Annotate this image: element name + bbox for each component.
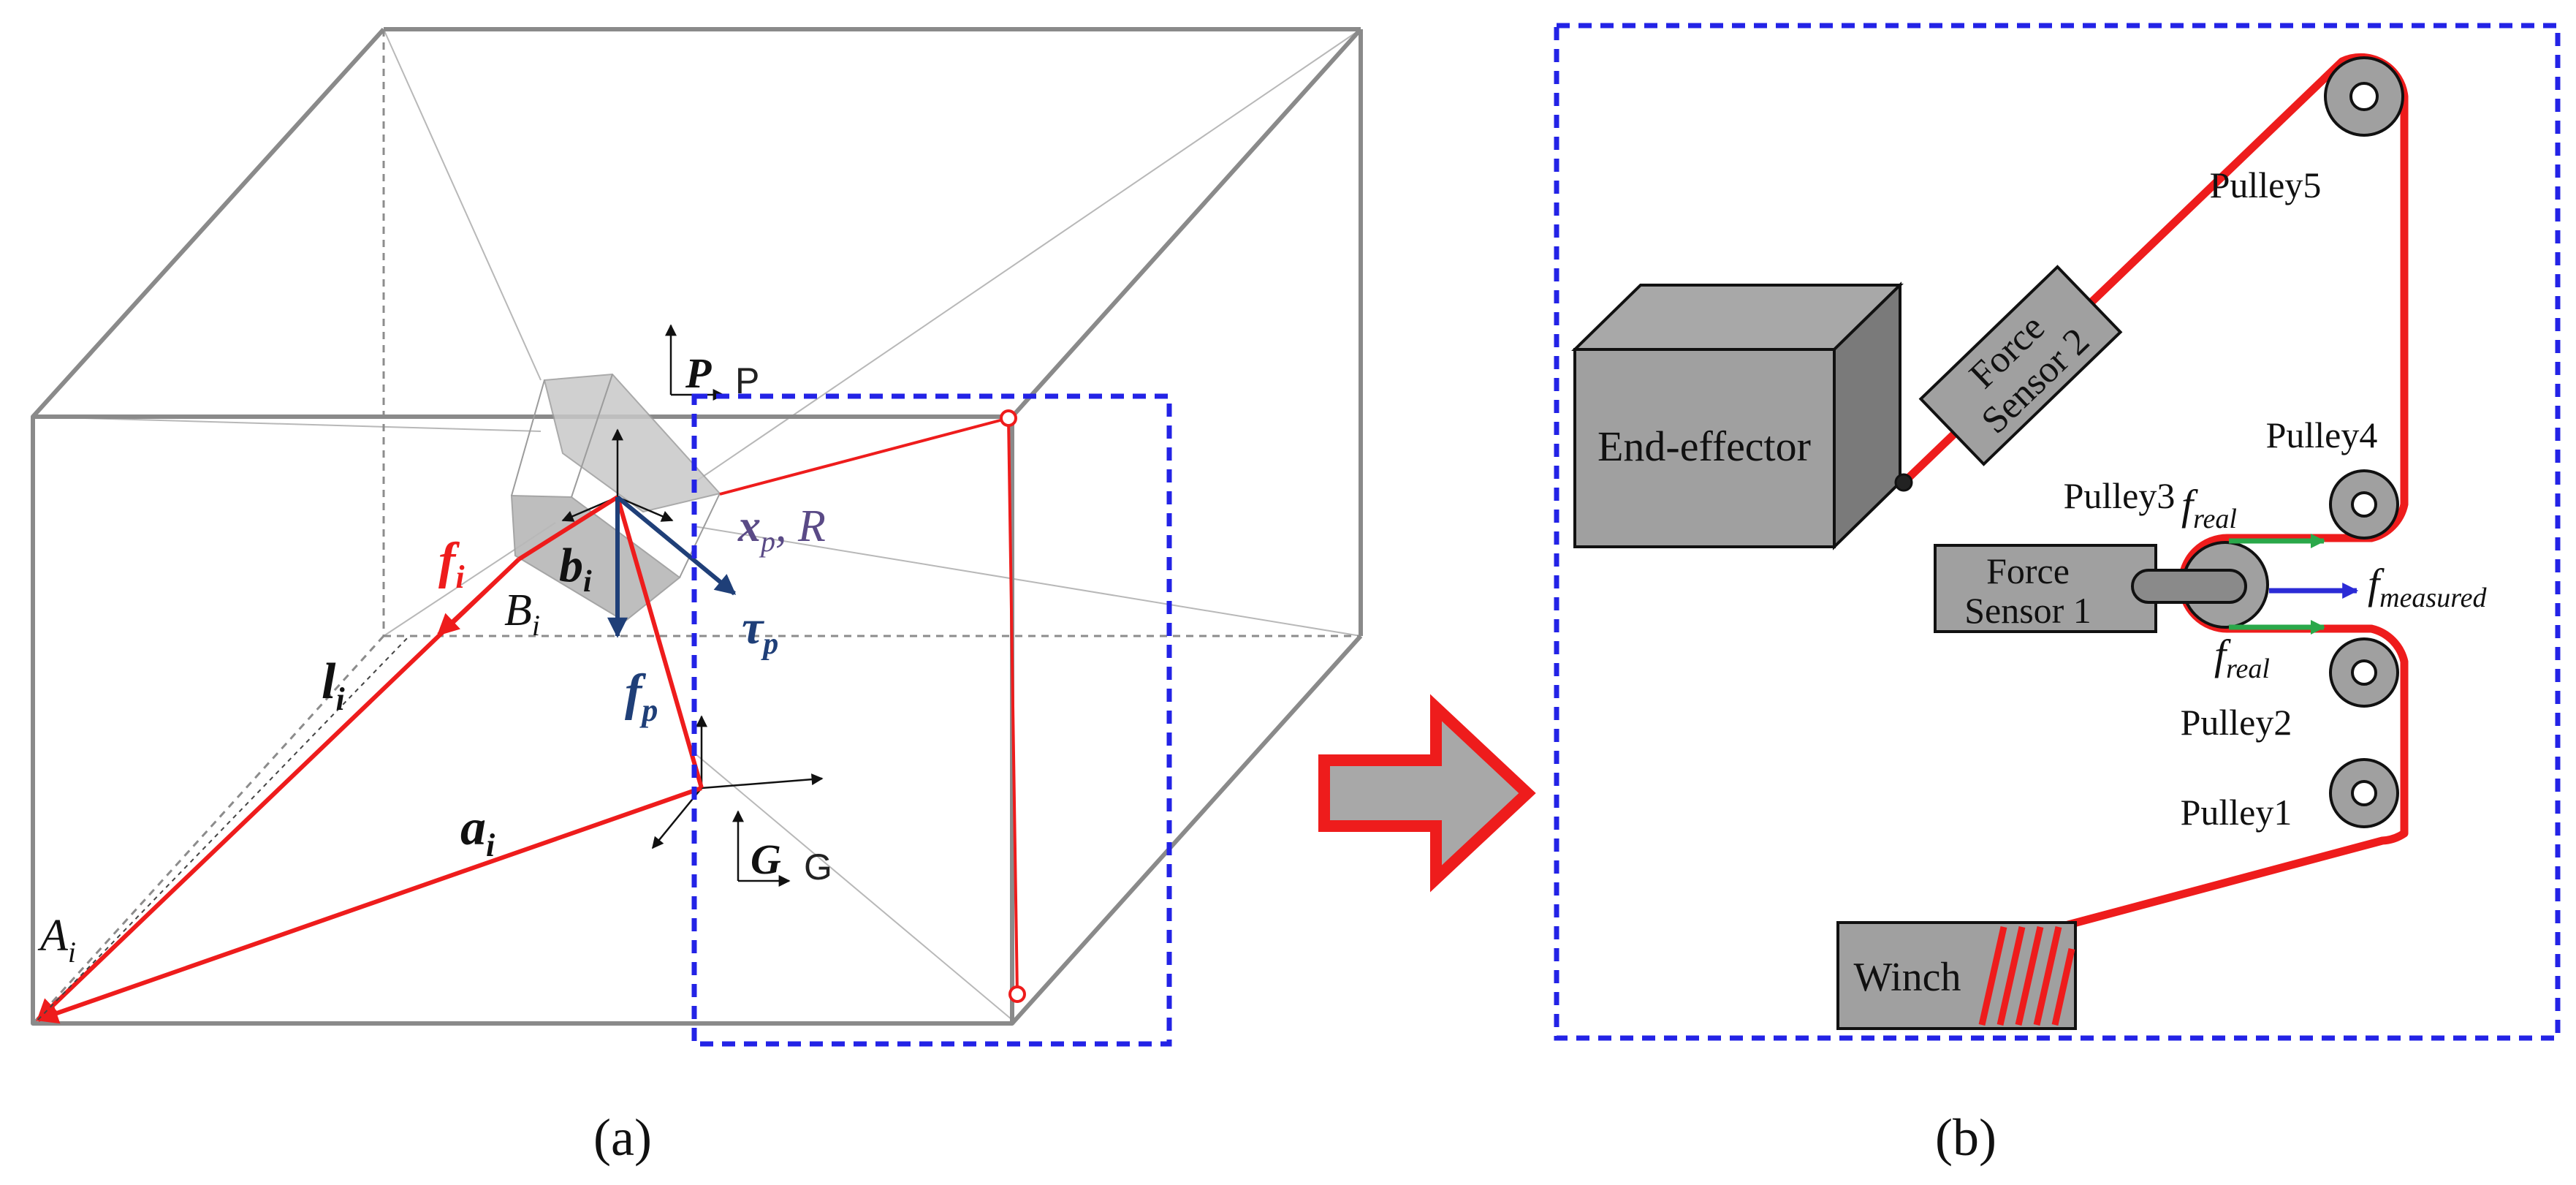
vector-a_i (36, 786, 702, 1024)
pulley3-label: Pulley3 (2064, 475, 2176, 516)
pulley1 (2329, 758, 2399, 828)
label-f_p: fp (625, 665, 658, 728)
label-f_measured: fmeasured (2368, 560, 2487, 613)
vector-b_i (517, 495, 619, 561)
label-f_real-top: freal (2181, 481, 2237, 534)
force-sensor-1-line2: Sensor 1 (1964, 590, 2091, 631)
frame-cube (31, 27, 1363, 1026)
label-G: G (751, 836, 781, 883)
label-l_i: li (322, 654, 345, 717)
end-effector-label: End-effector (1597, 423, 1811, 470)
pulley1-label: Pulley1 (2181, 792, 2292, 833)
pulley2-label: Pulley2 (2181, 702, 2292, 743)
transition-arrow (1318, 694, 1536, 893)
vector-red-to-G (615, 496, 704, 789)
label-f_real-bottom: freal (2214, 631, 2270, 684)
highlight-box-b (1554, 23, 2561, 1041)
label-A_i: Ai (37, 911, 76, 969)
vector-f_i (436, 558, 520, 637)
label-P: P (685, 349, 712, 397)
pulley5 (2324, 56, 2404, 137)
highlight-box-a (691, 393, 1172, 1047)
caption-b: (b) (1935, 1108, 1996, 1167)
pulley2 (2329, 637, 2399, 708)
label-a_i: ai (460, 800, 495, 863)
label-b_i: bi (559, 539, 592, 599)
force-sensor-1: Force Sensor 1 (1934, 544, 2157, 633)
cable-to-right-pulley (719, 409, 1026, 1003)
pulley4 (2329, 469, 2399, 540)
pulley5-label: Pulley5 (2210, 164, 2322, 205)
panel-b: End-effector Force Sensor 2 Force (1554, 23, 2561, 1167)
winch-label: Winch (1853, 955, 1961, 1000)
panel-a: P P G G (31, 27, 1363, 1167)
frame-hidden-edges (31, 29, 1361, 1025)
label-G-roman: G (804, 847, 832, 887)
pulley3 (2131, 541, 2269, 629)
vector-A_i-dashed (37, 635, 410, 1021)
label-tau_p: τp (742, 601, 778, 661)
label-B_i: Bi (504, 586, 540, 642)
winch: Winch (1836, 921, 2077, 1030)
caption-a: (a) (593, 1108, 652, 1167)
label-x_p: xp, R (737, 501, 826, 558)
moving-platform (510, 373, 721, 623)
frame-G-axes (651, 715, 824, 887)
end-effector: End-effector (1571, 281, 1913, 550)
pulley4-label: Pulley4 (2266, 414, 2378, 455)
inner-guide-lines (32, 29, 1361, 1021)
force-sensor-1-line1: Force (1986, 550, 2070, 591)
vector-tau_p (616, 495, 737, 596)
label-f_i: fi (438, 533, 465, 595)
